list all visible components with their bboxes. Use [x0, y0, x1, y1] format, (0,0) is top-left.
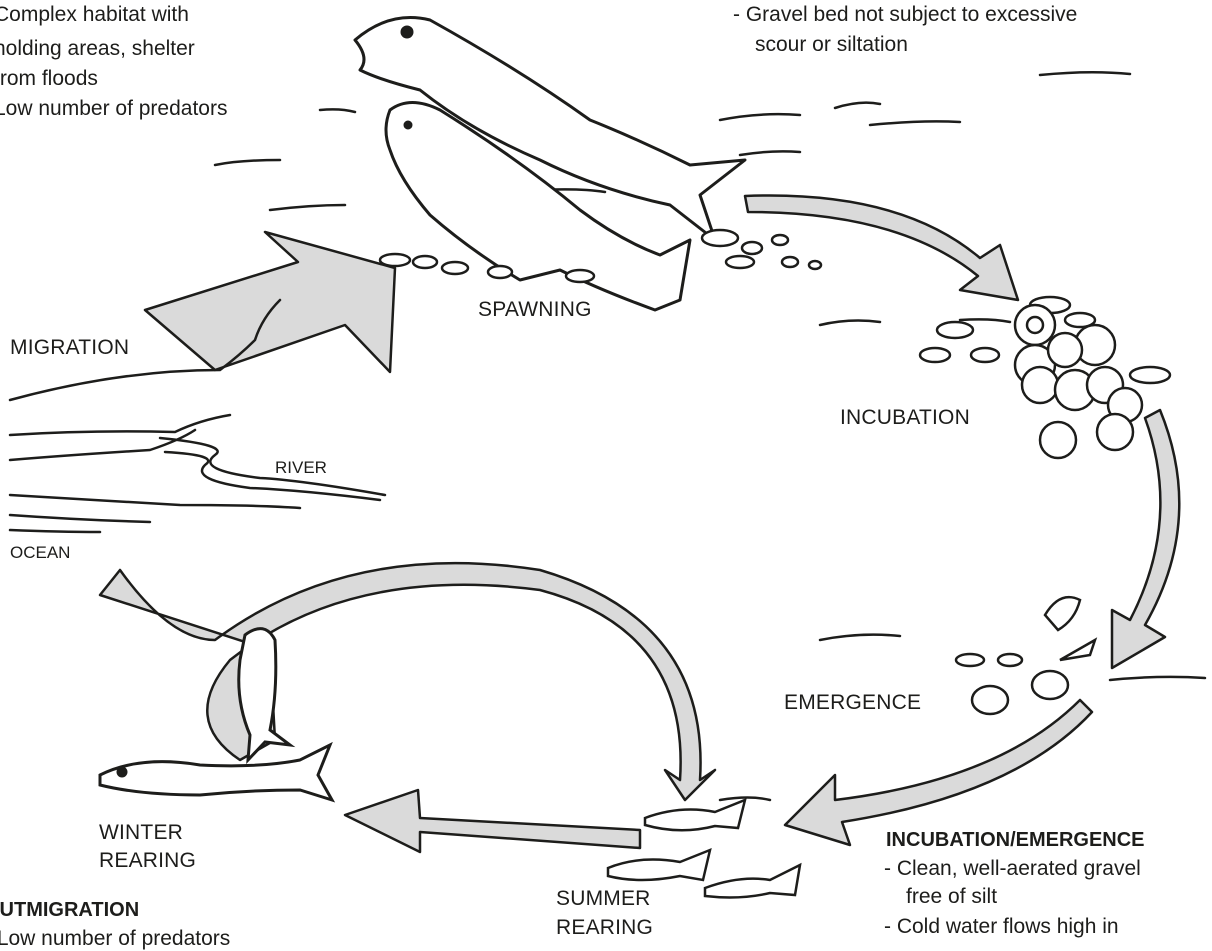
emergence-to-summer-arrow: [785, 700, 1092, 845]
habitat-note-3: from floods: [0, 66, 98, 91]
spawning-label: SPAWNING: [478, 297, 592, 322]
summer-rearing-label-2: REARING: [556, 915, 653, 940]
spawning-to-incubation-arrow: [745, 196, 1018, 300]
migration-arrow: [145, 232, 395, 372]
incubation-emergence-heading: INCUBATION/EMERGENCE: [886, 828, 1145, 853]
migration-label: MIGRATION: [10, 335, 129, 360]
incubation-item-1: - Clean, well-aerated gravel: [884, 856, 1141, 881]
outmigration-heading: OUTMIGRATION: [0, 898, 139, 923]
habitat-note-4: Low number of predators: [0, 96, 227, 121]
gravel-note-1: - Gravel bed not subject to excessive: [733, 2, 1077, 27]
summer-rearing-label-1: SUMMER: [556, 886, 651, 911]
summer-to-winter-arrow: [345, 790, 640, 852]
gravel-note-2: scour or siltation: [755, 32, 908, 57]
habitat-note-2: holding areas, shelter: [0, 36, 195, 61]
incubation-label: INCUBATION: [840, 405, 970, 430]
winter-rearing-label-1: WINTER: [99, 820, 183, 845]
incubation-item-1-cont: free of silt: [906, 884, 997, 909]
winter-rearing-label-2: REARING: [99, 848, 196, 873]
ocean-label: OCEAN: [10, 540, 70, 565]
incubation-item-2: - Cold water flows high in: [884, 914, 1119, 939]
habitat-note-1: Complex habitat with: [0, 2, 189, 27]
emergence-label: EMERGENCE: [784, 690, 921, 715]
river-label: RIVER: [275, 455, 327, 480]
outmigration-item-1: - Low number of predators: [0, 926, 230, 951]
